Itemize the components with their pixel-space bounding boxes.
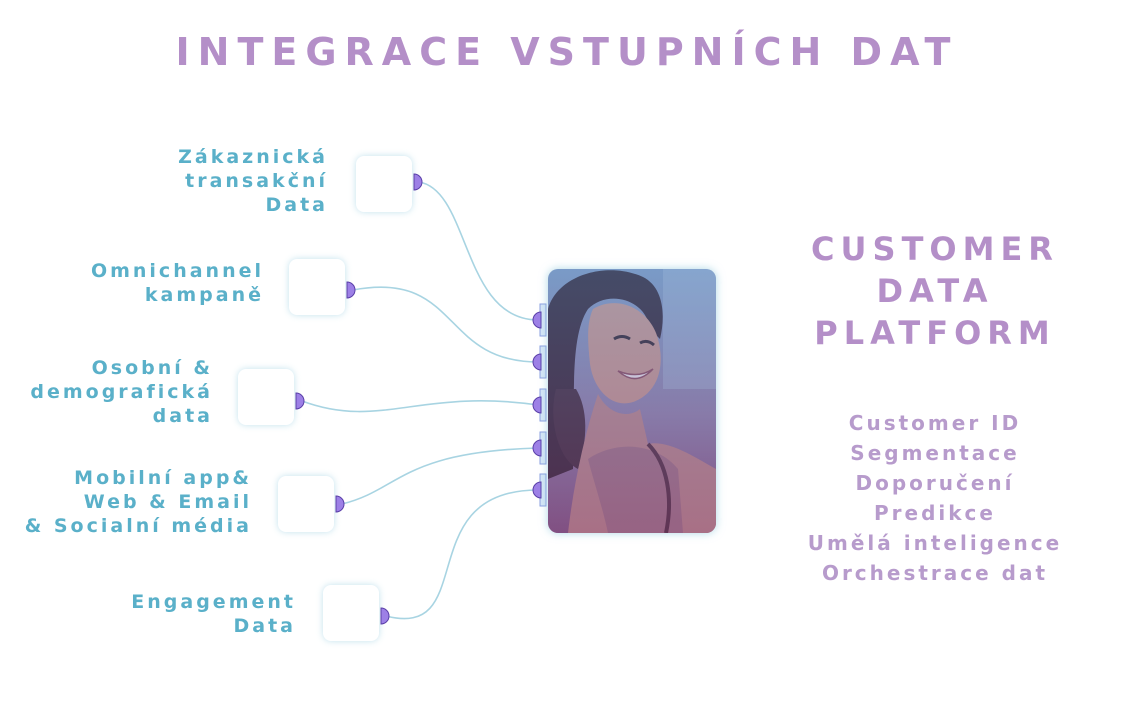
- source-label-mobile-web: Mobilní app& Web & Email & Socialní médi…: [25, 466, 252, 538]
- source-label-line: Mobilní app&: [74, 467, 252, 489]
- output-port-icon: [295, 392, 305, 410]
- input-port-icon: [532, 353, 542, 371]
- source-label-line: & Socialní média: [24, 515, 252, 537]
- connector-line: [418, 181, 539, 321]
- source-label-customer-transactions: Zákaznická transakční Data: [178, 145, 328, 217]
- source-label-line: data: [152, 405, 213, 427]
- source-label-line: Zákaznická: [178, 146, 328, 168]
- feature-customer-id: Customer ID: [848, 411, 1022, 435]
- input-port-icon: [532, 439, 542, 457]
- source-label-line: Omnichannel: [90, 260, 264, 282]
- platform-feature-list: Customer ID Segmentace Doporučení Predik…: [760, 408, 1110, 588]
- output-port-icon: [380, 607, 390, 625]
- connector-line: [301, 399, 539, 413]
- feature-prediction: Predikce: [874, 501, 996, 525]
- input-port-icon: [532, 396, 542, 414]
- source-node-customer-transactions[interactable]: [356, 156, 412, 212]
- source-label-engagement: Engagement Data: [131, 590, 296, 638]
- customer-photo: [548, 269, 716, 533]
- connector-line: [352, 286, 539, 363]
- feature-recommendation: Doporučení: [855, 471, 1015, 495]
- source-label-line: Data: [265, 194, 328, 216]
- platform-title-line: PLATFORM: [814, 314, 1056, 352]
- feature-ai: Umělá inteligence: [807, 531, 1063, 555]
- output-port-icon: [413, 173, 423, 191]
- source-label-demographic: Osobní & demografická data: [30, 356, 213, 428]
- diagram-title: INTEGRACE VSTUPNÍCH DAT: [175, 30, 959, 74]
- source-label-line: kampaně: [144, 284, 264, 306]
- input-port-icon: [532, 311, 542, 329]
- source-node-engagement[interactable]: [323, 585, 379, 641]
- feature-segmentation: Segmentace: [850, 441, 1020, 465]
- input-port-icon: [532, 481, 542, 499]
- source-node-mobile-web[interactable]: [278, 476, 334, 532]
- source-label-line: Web & Email: [83, 491, 252, 513]
- source-label-line: transakční: [185, 170, 328, 192]
- platform-title-line: CUSTOMER: [811, 230, 1059, 268]
- connector-line: [385, 489, 539, 620]
- platform-title-line: DATA: [876, 272, 994, 310]
- output-port-icon: [335, 495, 345, 513]
- output-port-icon: [346, 281, 356, 299]
- source-node-demographic[interactable]: [238, 369, 294, 425]
- source-label-line: Engagement: [131, 591, 296, 613]
- source-label-line: demografická: [30, 381, 213, 403]
- connector-line: [341, 447, 539, 505]
- source-label-line: Data: [233, 615, 296, 637]
- source-label-omnichannel: Omnichannel kampaně: [91, 259, 264, 307]
- platform-title: CUSTOMER DATA PLATFORM: [760, 228, 1110, 354]
- feature-orchestration: Orchestrace dat: [821, 561, 1049, 585]
- source-label-line: Osobní &: [91, 357, 213, 379]
- source-node-omnichannel[interactable]: [289, 259, 345, 315]
